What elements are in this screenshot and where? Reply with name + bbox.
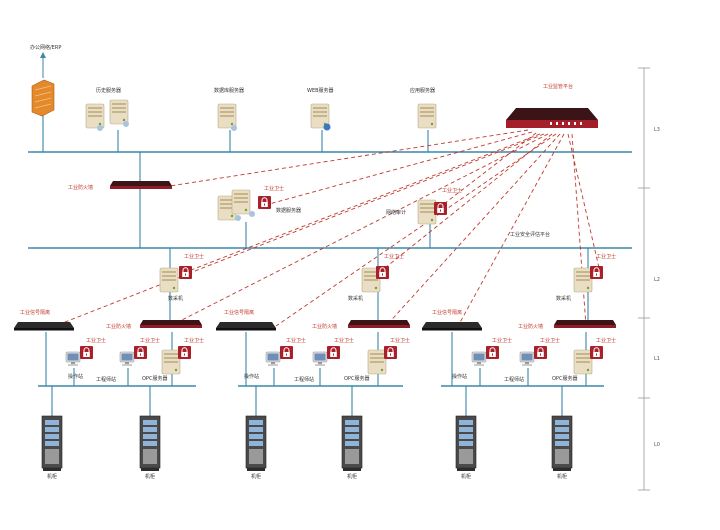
level-l1: L1 bbox=[654, 356, 660, 362]
level-l0: L0 bbox=[654, 442, 660, 448]
guard-small-9-label: 工业卫士 bbox=[596, 337, 616, 344]
operator-2-label: 操作站 bbox=[244, 373, 259, 380]
collector-left-label: 数采机 bbox=[168, 295, 183, 302]
collector-mid-label: 数采机 bbox=[348, 295, 363, 302]
audit-server bbox=[417, 199, 437, 225]
audit-label: 网络审计 bbox=[386, 209, 406, 216]
level-l2: L2 bbox=[654, 277, 660, 283]
isolation-1-label: 工业信号隔离 bbox=[20, 309, 50, 316]
operator-1-label: 操作站 bbox=[68, 373, 83, 380]
office-firewall bbox=[31, 79, 55, 117]
firewall-3 bbox=[554, 320, 616, 328]
controller-3-label: 机柜 bbox=[251, 473, 261, 480]
management-links bbox=[59, 129, 601, 327]
vertical-links bbox=[42, 112, 589, 416]
engineer-3-label: 工程师站 bbox=[504, 376, 524, 383]
collector-left bbox=[159, 267, 179, 293]
isolation-3-label: 工业信号隔离 bbox=[432, 309, 462, 316]
guard-small-1-label: 工业卫士 bbox=[86, 337, 106, 344]
operator-3-label: 操作站 bbox=[452, 373, 467, 380]
app-server-label: 应用服务器 bbox=[410, 87, 435, 94]
uplink-arrow-icon bbox=[40, 52, 46, 58]
isolation-switch-2 bbox=[216, 322, 276, 331]
controller-cabinet-1 bbox=[41, 415, 63, 472]
guard-col-right-label: 工业卫士 bbox=[596, 253, 616, 260]
controller-cabinet-5 bbox=[455, 415, 477, 472]
db-server bbox=[217, 103, 237, 131]
workstation-group-3 bbox=[471, 345, 604, 375]
firewall-1-label: 工业防火墙 bbox=[106, 323, 131, 330]
web-server bbox=[310, 103, 331, 131]
monitor-platform-device bbox=[506, 108, 598, 128]
guard-small-5-label: 工业卫士 bbox=[334, 337, 354, 344]
collector-right bbox=[573, 267, 593, 293]
engineer-2-label: 工程师站 bbox=[294, 376, 314, 383]
controller-cabinet-4 bbox=[341, 415, 363, 472]
engineer-1-label: 工程师站 bbox=[96, 376, 116, 383]
network-bus-lines bbox=[28, 151, 632, 387]
firewall-1 bbox=[140, 320, 202, 328]
guard-small-8-label: 工业卫士 bbox=[540, 337, 560, 344]
history-server-label: 历史服务器 bbox=[96, 87, 121, 94]
office-network-label: 办公网络/ERP bbox=[30, 44, 61, 51]
collector-right-label: 数采机 bbox=[556, 295, 571, 302]
firewall-2 bbox=[348, 320, 410, 328]
monitor-platform-label: 工业监管平台 bbox=[543, 83, 573, 90]
firewall-2-label: 工业防火墙 bbox=[312, 323, 337, 330]
level-separator bbox=[638, 67, 650, 491]
collector-left-lock-icon bbox=[178, 265, 193, 280]
data-server-label: 数据服务器 bbox=[276, 207, 301, 214]
collector-mid-lock-icon bbox=[375, 265, 390, 280]
opc-3-label: OPC服务器 bbox=[552, 375, 577, 382]
industrial-firewall-top-label: 工业防火墙 bbox=[68, 184, 93, 191]
data-server-lock-icon bbox=[257, 195, 272, 210]
controller-6-label: 机柜 bbox=[557, 473, 567, 480]
web-server-label: WEB服务器 bbox=[307, 87, 334, 94]
history-server bbox=[85, 99, 129, 131]
guard-top-label: 工业卫士 bbox=[264, 185, 284, 192]
controller-cabinet-2 bbox=[139, 415, 161, 472]
isolation-2-label: 工业信号隔离 bbox=[224, 309, 254, 316]
guard-small-2-label: 工业卫士 bbox=[140, 337, 160, 344]
controller-cabinet-3 bbox=[245, 415, 267, 472]
app-server bbox=[417, 103, 437, 129]
guard-small-3-label: 工业卫士 bbox=[184, 337, 204, 344]
controller-5-label: 机柜 bbox=[461, 473, 471, 480]
firewall-3-label: 工业防火墙 bbox=[518, 323, 543, 330]
guard-small-7-label: 工业卫士 bbox=[492, 337, 512, 344]
audit-lock-icon bbox=[433, 201, 448, 216]
guard-small-4-label: 工业卫士 bbox=[286, 337, 306, 344]
data-server bbox=[217, 189, 255, 221]
isolation-switch-1 bbox=[14, 322, 74, 331]
controller-4-label: 机柜 bbox=[347, 473, 357, 480]
industrial-firewall-top bbox=[110, 181, 172, 189]
guard-col-mid-label: 工业卫士 bbox=[384, 253, 404, 260]
db-server-label: 数据库服务器 bbox=[214, 87, 244, 94]
controller-cabinet-6 bbox=[551, 415, 573, 472]
guard-col-left-label: 工业卫士 bbox=[184, 253, 204, 260]
security-platform-label: 工业安全评估平台 bbox=[510, 231, 550, 238]
guard-small-6-label: 工业卫士 bbox=[390, 337, 410, 344]
controller-1-label: 机柜 bbox=[47, 473, 57, 480]
collector-right-lock-icon bbox=[589, 265, 604, 280]
workstation-group-2 bbox=[265, 345, 398, 375]
isolation-switch-3 bbox=[422, 322, 482, 331]
controller-2-label: 机柜 bbox=[145, 473, 155, 480]
opc-1-label: OPC服务器 bbox=[142, 375, 167, 382]
opc-2-label: OPC服务器 bbox=[344, 375, 369, 382]
guard-mid-label: 工业卫士 bbox=[442, 187, 462, 194]
level-l3: L3 bbox=[654, 127, 660, 133]
